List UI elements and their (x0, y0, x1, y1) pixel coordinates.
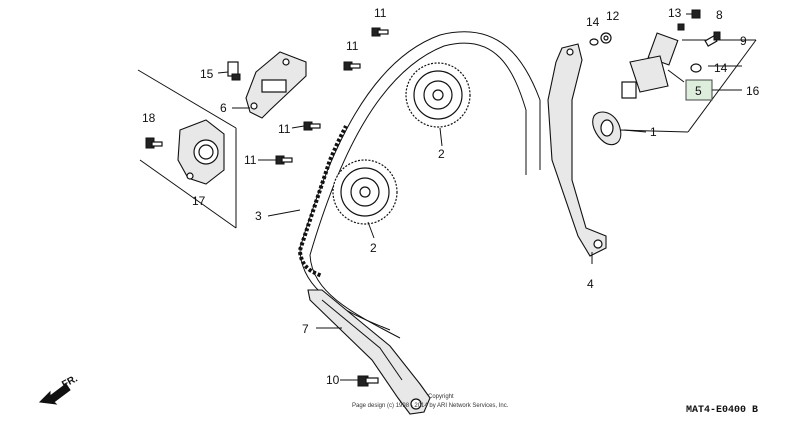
frame-lines (137, 69, 237, 229)
callout-9[interactable]: 9 (740, 34, 747, 48)
callout-5[interactable]: 5 (695, 84, 702, 98)
bolt-18[interactable] (145, 137, 163, 149)
oring-14-upper[interactable] (589, 38, 599, 46)
bolt-9[interactable] (704, 31, 721, 47)
bolt-13[interactable] (677, 23, 685, 31)
bolt-8[interactable] (691, 9, 701, 19)
cam-chain-tensioner-arm[interactable] (547, 43, 607, 257)
chain-plate[interactable] (177, 119, 225, 185)
callout-16[interactable]: 16 (746, 84, 760, 98)
callout-7[interactable]: 7 (302, 322, 309, 336)
callout-15[interactable]: 15 (200, 67, 214, 81)
callout-8[interactable]: 8 (716, 8, 723, 22)
bolt-15[interactable] (227, 61, 241, 81)
callout-13[interactable]: 13 (668, 6, 682, 20)
callout-12[interactable]: 12 (606, 9, 620, 23)
oring-14-lower[interactable] (690, 63, 702, 73)
callout-14-lower[interactable]: 14 (714, 61, 728, 75)
bolt-11-upper[interactable] (343, 61, 361, 71)
leader-lines (217, 13, 742, 381)
callout-box-5 (685, 79, 713, 101)
lower-cam-sprocket[interactable] (332, 159, 398, 225)
callout-2-upper[interactable]: 2 (438, 147, 445, 161)
cam-chain[interactable] (298, 31, 541, 339)
front-direction-indicator: FR. (38, 373, 80, 405)
cam-chain-guide[interactable] (307, 289, 431, 415)
callout-11-upper[interactable]: 11 (346, 39, 359, 53)
front-label: FR. (60, 373, 80, 390)
callout-11-lower[interactable]: 11 (244, 153, 257, 167)
callout-14-upper[interactable]: 14 (586, 15, 600, 29)
callout-10[interactable]: 10 (326, 373, 340, 387)
bolt-11-lower[interactable] (275, 155, 293, 165)
bolt-10[interactable] (357, 375, 379, 387)
callout-11-middle[interactable]: 11 (278, 122, 291, 136)
washer-12[interactable] (600, 32, 612, 44)
callout-2-lower[interactable]: 2 (370, 241, 377, 255)
callout-1[interactable]: 1 (650, 125, 657, 139)
upper-cam-sprocket[interactable] (405, 62, 471, 128)
callout-17[interactable]: 17 (192, 194, 206, 208)
bolt-11-top[interactable] (371, 27, 389, 37)
callout-18[interactable]: 18 (142, 111, 156, 125)
diagram-code: MAT4-E0400 B (686, 405, 758, 416)
callout-6[interactable]: 6 (220, 101, 227, 115)
front-arrow-icon (38, 383, 71, 405)
bolt-11-middle[interactable] (303, 121, 321, 131)
callout-4[interactable]: 4 (587, 277, 594, 291)
tensioner-lifter[interactable] (621, 32, 685, 99)
callout-3[interactable]: 3 (255, 209, 262, 223)
tensioner-gasket[interactable] (592, 111, 622, 146)
copyright-line2: Page design (c) 1998 - 2014 by ARI Netwo… (352, 403, 509, 409)
sprocket-plate[interactable] (245, 51, 307, 119)
copyright-line1: Copyright (428, 394, 454, 400)
chain-links (298, 125, 348, 278)
callout-11-top[interactable]: 11 (374, 6, 387, 20)
